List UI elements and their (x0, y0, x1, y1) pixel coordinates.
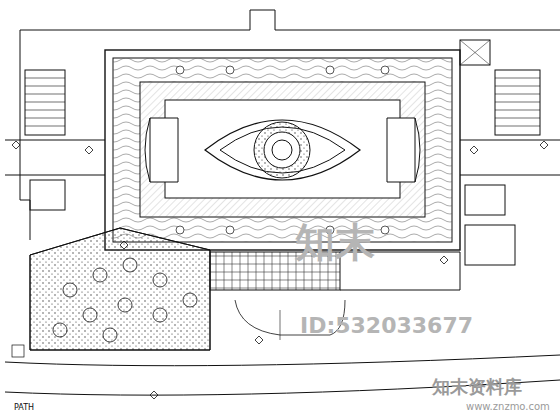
watermark-url: www.znzmo.com (466, 402, 550, 412)
watermark-brand: 知末资料库 (432, 378, 522, 396)
path-label: PATH (14, 404, 34, 412)
watermark-logo: 知末 (295, 222, 375, 262)
watermark-id: ID:532033677 (300, 315, 473, 337)
